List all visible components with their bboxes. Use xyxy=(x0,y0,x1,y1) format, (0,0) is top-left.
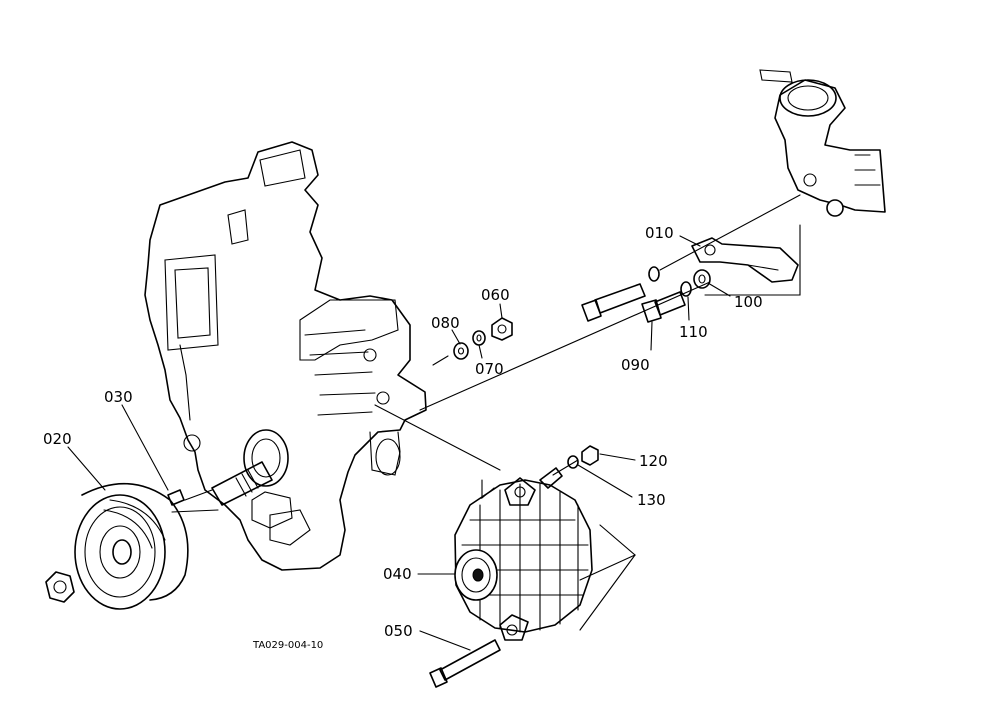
alternator-bolt-050 xyxy=(429,639,501,688)
part-label-050: 050 xyxy=(384,622,413,640)
alternator xyxy=(454,467,593,641)
pulley-nut xyxy=(45,571,75,603)
part-label-030: 030 xyxy=(104,388,133,406)
nut-120 xyxy=(581,445,599,466)
part-label-080: 080 xyxy=(431,314,460,332)
part-label-100: 100 xyxy=(734,293,763,311)
figure-code: TA029-004-10 xyxy=(252,640,323,651)
washer-130 xyxy=(567,455,579,469)
nut-060 xyxy=(491,317,513,341)
part-label-070: 070 xyxy=(475,360,504,378)
part-label-120: 120 xyxy=(639,452,668,470)
washer-070 xyxy=(472,330,486,346)
washer-110 xyxy=(680,281,692,297)
alternator-bracket xyxy=(691,237,799,283)
bolt-090 xyxy=(641,291,686,323)
feather-key-030 xyxy=(167,489,185,506)
washer-100 xyxy=(693,269,711,289)
part-label-110: 110 xyxy=(679,323,708,341)
assembly-lines xyxy=(67,194,801,651)
washer-080 xyxy=(453,342,469,360)
part-label-060: 060 xyxy=(481,286,510,304)
part-label-090: 090 xyxy=(621,356,650,374)
washer-bracket-bolt xyxy=(648,266,660,282)
gear-case-cover xyxy=(144,141,427,571)
bolt-long xyxy=(581,283,646,322)
thermostat-housing xyxy=(759,69,886,217)
part-label-010: 010 xyxy=(645,224,674,242)
part-label-040: 040 xyxy=(383,565,412,583)
part-label-020: 020 xyxy=(43,430,72,448)
crankshaft-pulley xyxy=(74,482,189,610)
part-label-130: 130 xyxy=(637,491,666,509)
